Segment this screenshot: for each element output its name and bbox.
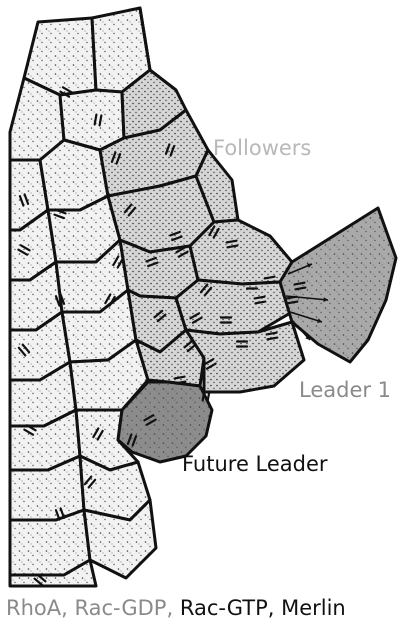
legend-rac-gtp: Rac-GTP,: [180, 596, 281, 620]
followers-label: Followers: [213, 138, 311, 159]
follower-cell: [190, 220, 292, 284]
molecule-legend: RhoA, Rac-GDP, Rac-GTP, Merlin: [6, 598, 346, 619]
legend-rac-gdp: Rac-GDP,: [74, 596, 179, 620]
leader-label: Leader 1: [299, 380, 391, 401]
follower-cell: [186, 322, 304, 392]
cell-sheet: [10, 8, 396, 586]
legend-merlin: Merlin: [281, 596, 346, 620]
legend-rhoa: RhoA,: [6, 596, 74, 620]
future-leader-label: Future Leader: [182, 454, 328, 475]
